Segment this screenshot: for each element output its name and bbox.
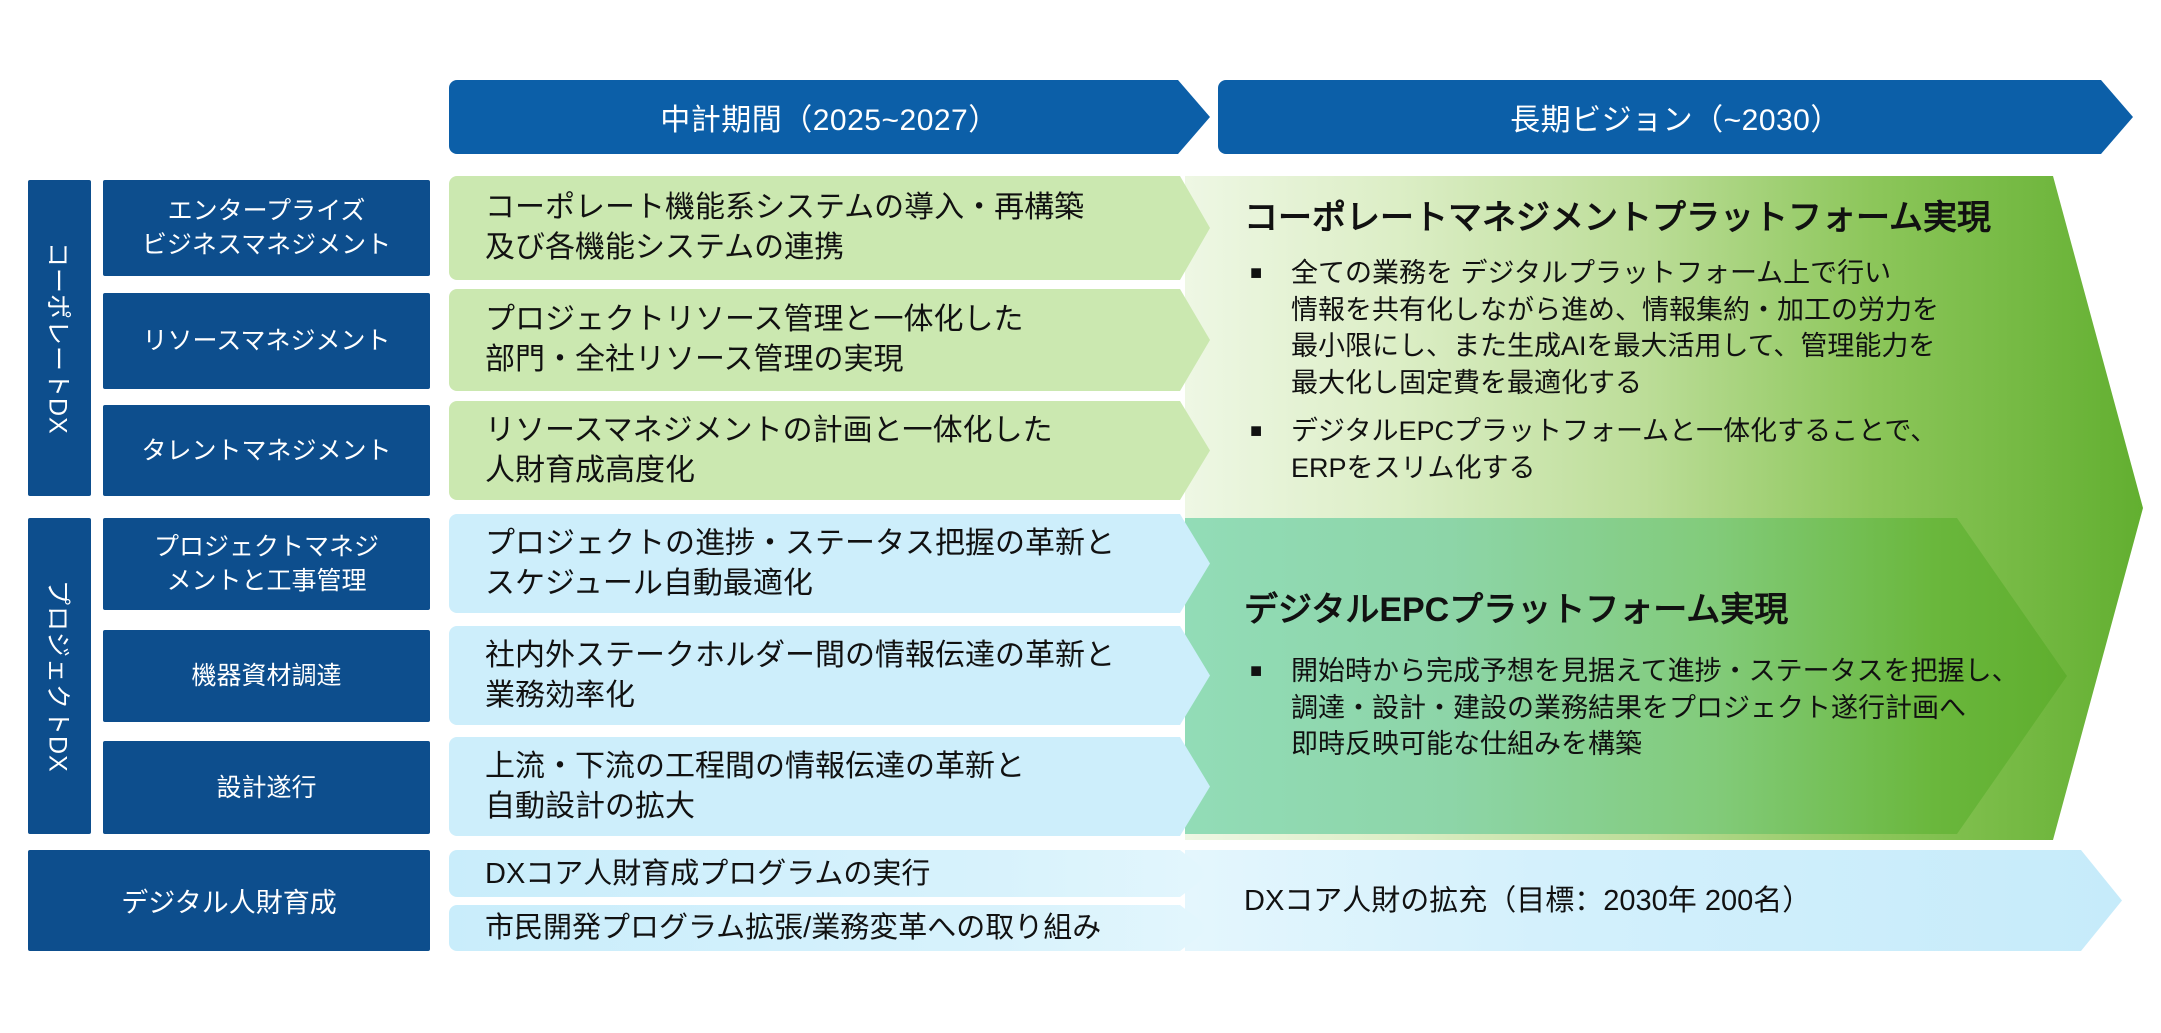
plan-line: スケジュール自動最適化 — [485, 566, 813, 600]
vision-bullet: ■ デジタルEPCプラットフォームと一体化することで、 ERPをスリム化する — [1244, 413, 2104, 486]
plan-line: コーポレート機能系システムの導入・再構築 — [485, 191, 1085, 224]
plan-line: DXコア人財育成プログラムの実行 — [485, 857, 931, 890]
category-digital-talent: デジタル人財育成 — [28, 850, 430, 951]
plan-line: プロジェクトリソース管理と一体化した — [485, 303, 1024, 336]
bullet-line: 即時反映可能な仕組みを構築 — [1291, 729, 1642, 759]
vision-talent-arrow — [1185, 850, 2122, 951]
bullet-line: 最大化し固定費を最適化する — [1291, 367, 1642, 398]
vision-project-bullets: ■ 開始時から完成予想を見据えて進捗・ステータスを把握し、 調達・設計・建設の業… — [1244, 653, 2104, 763]
plan-arrow-citizen-development: 市民開発プログラム拡張/業務変革への取り組み — [449, 905, 1210, 951]
plan-line: 部門・全社リソース管理の実現 — [485, 343, 904, 376]
category-digital-talent-label: デジタル人財育成 — [121, 888, 337, 918]
plan-line: リソースマネジメントの計画と一体化した — [485, 413, 1053, 447]
plan-arrow-project-management: プロジェクトの進捗・ステータス把握の革新と スケジュール自動最適化 — [449, 514, 1210, 613]
plan-line: 社内外ステークホルダー間の情報伝達の革新と — [485, 638, 1115, 672]
row-label-resource: リソースマネジメント — [103, 293, 430, 389]
row-label-line: プロジェクトマネジ — [153, 533, 379, 561]
header-mid-term: 中計期間（2025~2027） — [449, 80, 1210, 154]
header-long-term-label: 長期ビジョン（~2030） — [1510, 104, 1841, 137]
plan-arrow-talent: リソースマネジメントの計画と一体化した 人財育成高度化 — [449, 401, 1210, 500]
plan-arrow-dx-core-program: DXコア人財育成プログラムの実行 — [449, 850, 1210, 897]
vision-bullet: ■ 開始時から完成予想を見据えて進捗・ステータスを把握し、 調達・設計・建設の業… — [1244, 653, 2104, 763]
vision-corporate-title: コーポレートマネジメントプラットフォーム実現 — [1244, 199, 1991, 237]
bullet-line: 最小限にし、また生成AIを最大活用して、管理能力を — [1291, 331, 1936, 361]
row-label-talent: タレントマネジメント — [103, 405, 430, 496]
plan-line: 人財育成高度化 — [485, 453, 695, 487]
row-label-line: エンタープライズ — [167, 197, 366, 225]
row-label-line: 機器資材調達 — [191, 662, 342, 690]
plan-line: 自動設計の拡大 — [485, 789, 695, 823]
plan-arrow-procurement: 社内外ステークホルダー間の情報伝達の革新と 業務効率化 — [449, 626, 1210, 725]
plan-line: 上流・下流の工程間の情報伝達の革新と — [485, 749, 1025, 783]
bullet-line: 開始時から完成予想を見据えて進捗・ステータスを把握し、 — [1291, 656, 2019, 686]
row-label-line: リソースマネジメント — [142, 327, 391, 355]
row-label-design: 設計遂行 — [103, 741, 430, 834]
bullet-square-icon: ■ — [1250, 420, 1263, 442]
plan-line: 市民開発プログラム拡張/業務変革への取り組み — [485, 912, 1102, 944]
header-mid-term-label: 中計期間（2025~2027） — [660, 104, 999, 137]
plan-arrow-resource: プロジェクトリソース管理と一体化した 部門・全社リソース管理の実現 — [449, 289, 1210, 391]
plan-line: プロジェクトの進捗・ステータス把握の革新と — [485, 526, 1115, 560]
row-label-procurement: 機器資材調達 — [103, 630, 430, 722]
bullet-square-icon: ■ — [1250, 660, 1263, 682]
plan-arrow-enterprise: コーポレート機能系システムの導入・再構築 及び各機能システムの連携 — [449, 176, 1210, 280]
vision-talent-goal: DXコア人財の拡充（目標：2030年 200名） — [1244, 850, 1811, 951]
plan-line: 業務効率化 — [485, 678, 635, 712]
vision-talent-goal-text: DXコア人財の拡充（目標：2030年 200名） — [1244, 884, 1812, 917]
plan-arrow-design: 上流・下流の工程間の情報伝達の革新と 自動設計の拡大 — [449, 737, 1210, 836]
header-long-term: 長期ビジョン（~2030） — [1218, 80, 2133, 154]
row-label-line: メントと工事管理 — [166, 567, 367, 595]
bullet-line: 調達・設計・建設の業務結果をプロジェクト遂行計画へ — [1291, 692, 1966, 723]
row-label-line: タレントマネジメント — [141, 436, 392, 465]
vision-project-arrow — [1185, 518, 2067, 834]
row-label-line: ビジネスマネジメント — [141, 231, 392, 259]
row-label-project-management: プロジェクトマネジ メントと工事管理 — [103, 518, 430, 610]
vision-corporate-bullets: ■ 全ての業務を デジタルプラットフォーム上で行い 情報を共有化しながら進め、情… — [1244, 255, 2104, 486]
bullet-line: ERPをスリム化する — [1291, 452, 1536, 483]
vision-project-title: デジタルEPCプラットフォーム実現 — [1244, 591, 1789, 629]
bullet-square-icon: ■ — [1250, 262, 1263, 284]
plan-line: 及び各機能システムの連携 — [485, 231, 845, 264]
row-label-enterprise: エンタープライズ ビジネスマネジメント — [103, 180, 430, 276]
category-corporate-dx-label: コーポレートDX — [43, 241, 72, 435]
category-project-dx-label: プロジェクトDX — [43, 579, 72, 773]
bullet-line: デジタルEPCプラットフォームと一体化することで、 — [1291, 416, 1938, 446]
bullet-line: 情報を共有化しながら進め、情報集約・加工の労力を — [1291, 294, 1939, 325]
category-corporate-dx: コーポレートDX — [28, 180, 91, 496]
row-label-line: 設計遂行 — [216, 773, 317, 802]
category-project-dx: プロジェクトDX — [28, 518, 91, 834]
vision-bullet: ■ 全ての業務を デジタルプラットフォーム上で行い 情報を共有化しながら進め、情… — [1244, 255, 2104, 401]
bullet-line: 全ての業務を デジタルプラットフォーム上で行い — [1291, 258, 1892, 288]
